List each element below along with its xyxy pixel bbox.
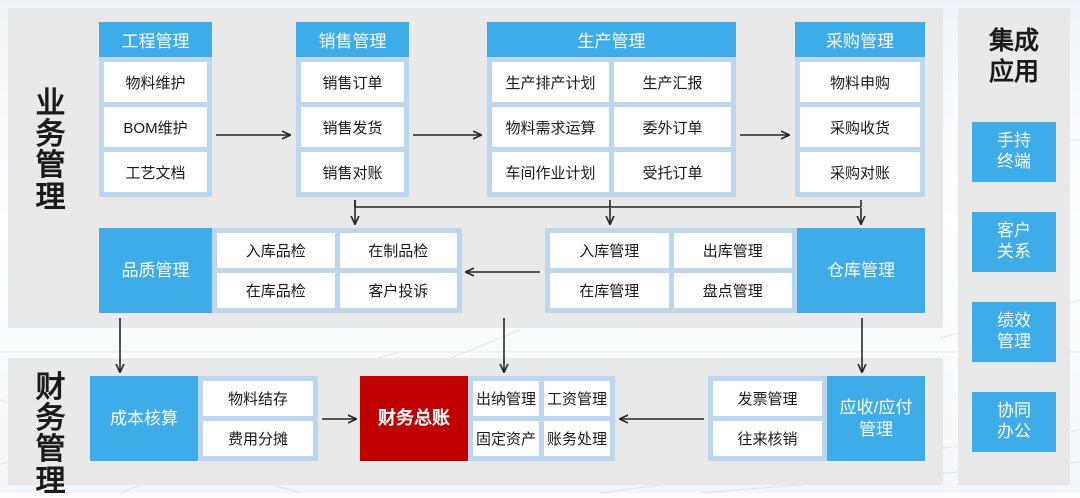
group-cost-accounting-header: 成本核算 [90,376,198,461]
cell-inbound-inspection[interactable]: 入库品检 [217,233,335,268]
cell-outsourcing-order[interactable]: 委外订单 [614,107,731,147]
cell-fixed-assets[interactable]: 固定资产 [473,421,539,456]
app-button-customer-relationship[interactable]: 客户关系 [972,212,1056,272]
cell-accounting-processing[interactable]: 账务处理 [544,421,610,456]
cell-inbound-management[interactable]: 入库管理 [550,233,669,268]
group-warehouse-header: 仓库管理 [797,228,925,313]
cell-entrusted-order[interactable]: 受托订单 [614,152,731,192]
cell-sales-delivery[interactable]: 销售发货 [301,107,404,147]
group-purchase-header: 采购管理 [795,22,925,57]
integrated-apps-title: 集成应用 [988,27,1039,86]
group-cost-accounting[interactable]: 成本核算 物料结存 费用分摊 [90,376,318,461]
group-production-header: 生产管理 [487,22,736,57]
cell-customer-complaint[interactable]: 客户投诉 [339,273,457,308]
cell-cashier-management[interactable]: 出纳管理 [473,381,539,416]
app-button-handheld-terminal[interactable]: 手持终端 [972,122,1056,182]
app-button-collaborative-office[interactable]: 协同办公 [972,392,1056,452]
cell-receivable-writeoff[interactable]: 往来核销 [713,421,822,456]
cell-expense-allocation[interactable]: 费用分摊 [203,421,313,456]
cell-instock-management[interactable]: 在库管理 [550,273,669,308]
cell-production-schedule[interactable]: 生产排产计划 [492,62,609,102]
group-purchase-cells: 物料申购 采购收货 采购对账 [800,62,920,192]
group-quality[interactable]: 品质管理 入库品检 在制品检 在库品检 客户投诉 [99,228,462,313]
group-ar-ap[interactable]: 应收/应付管理 发票管理 往来核销 [708,376,925,461]
business-section-label: 业务管理 [35,87,67,214]
group-purchase[interactable]: 采购管理 物料申购 采购收货 采购对账 [795,22,925,197]
group-engineering[interactable]: 工程管理 物料维护 BOM维护 工艺文档 [99,22,212,197]
group-ar-ap-cells: 发票管理 往来核销 [708,376,827,461]
group-production[interactable]: 生产管理 生产排产计划 生产汇报 物料需求运算 委外订单 车间作业计划 受托订单 [487,22,736,197]
finance-section-label: 财务管理 [35,371,67,498]
group-sales-cells: 销售订单 销售发货 销售对账 [301,62,404,192]
cell-purchase-reconcile[interactable]: 采购对账 [800,152,920,192]
group-warehouse-cells: 入库管理 出库管理 在库管理 盘点管理 [545,228,797,313]
group-engineering-header: 工程管理 [99,22,212,57]
cell-material-balance[interactable]: 物料结存 [203,381,313,416]
cell-outbound-management[interactable]: 出库管理 [673,233,792,268]
group-quality-header: 品质管理 [99,228,212,313]
cell-mrp-calculation[interactable]: 物料需求运算 [492,107,609,147]
group-cost-accounting-cells: 物料结存 费用分摊 [198,376,318,461]
group-general-ledger-cells: 出纳管理 工资管理 固定资产 账务处理 [468,376,615,461]
group-general-ledger[interactable]: 财务总账 出纳管理 工资管理 固定资产 账务处理 [360,376,615,461]
cell-material-maintenance[interactable]: 物料维护 [104,62,207,102]
group-ar-ap-header: 应收/应付管理 [827,376,925,461]
cell-instock-inspection[interactable]: 在库品检 [217,273,335,308]
group-engineering-cells: 物料维护 BOM维护 工艺文档 [104,62,207,192]
group-production-cells: 生产排产计划 生产汇报 物料需求运算 委外订单 车间作业计划 受托订单 [492,62,731,192]
cell-process-document[interactable]: 工艺文档 [104,152,207,192]
app-button-performance-management[interactable]: 绩效管理 [972,302,1056,362]
cell-sales-reconcile[interactable]: 销售对账 [301,152,404,192]
cell-invoice-management[interactable]: 发票管理 [713,381,822,416]
cell-workshop-plan[interactable]: 车间作业计划 [492,152,609,192]
cell-payroll-management[interactable]: 工资管理 [544,381,610,416]
cell-bom-maintenance[interactable]: BOM维护 [104,107,207,147]
group-quality-cells: 入库品检 在制品检 在库品检 客户投诉 [212,228,462,313]
group-sales-header: 销售管理 [296,22,409,57]
cell-production-report[interactable]: 生产汇报 [614,62,731,102]
cell-material-requisition[interactable]: 物料申购 [800,62,920,102]
cell-stocktake-management[interactable]: 盘点管理 [673,273,792,308]
cell-purchase-receipt[interactable]: 采购收货 [800,107,920,147]
cell-wip-inspection[interactable]: 在制品检 [339,233,457,268]
cell-sales-order[interactable]: 销售订单 [301,62,404,102]
group-warehouse[interactable]: 仓库管理 入库管理 出库管理 在库管理 盘点管理 [545,228,925,313]
group-general-ledger-header: 财务总账 [360,376,468,461]
group-sales[interactable]: 销售管理 销售订单 销售发货 销售对账 [296,22,409,197]
